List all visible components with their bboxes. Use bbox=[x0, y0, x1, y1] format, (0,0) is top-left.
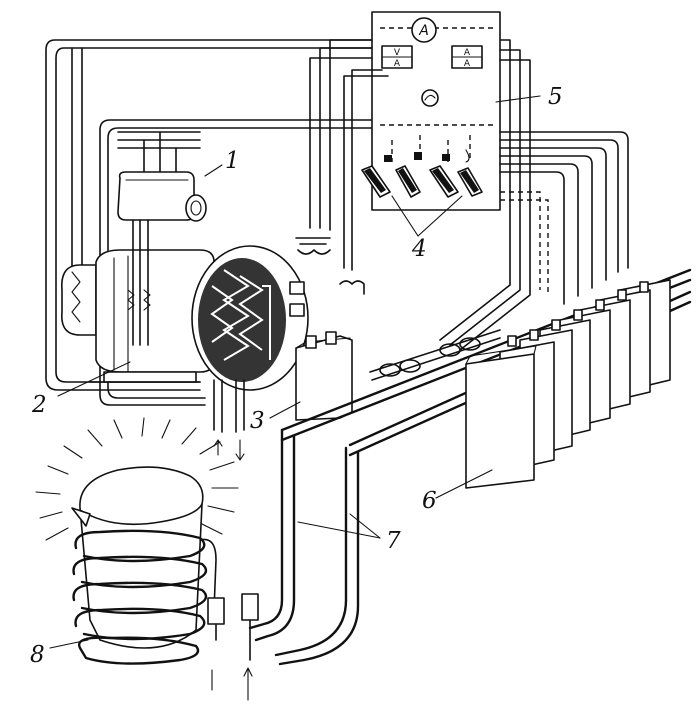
panel-wires bbox=[309, 39, 629, 351]
battery-bank bbox=[435, 279, 671, 499]
relay-left-bottom-label: A bbox=[394, 59, 401, 69]
supply-lines bbox=[117, 131, 201, 176]
ammeter-icon bbox=[411, 17, 437, 43]
control-panel: A V A A A bbox=[361, 11, 541, 237]
callout-4: 4 bbox=[411, 236, 427, 262]
glow-rays bbox=[35, 417, 239, 541]
relay-right-bottom-label: A bbox=[464, 59, 471, 69]
motor-generator bbox=[57, 219, 309, 461]
callout-8: 8 bbox=[30, 642, 45, 668]
callout-1: 1 bbox=[225, 148, 240, 174]
callout-6: 6 bbox=[422, 488, 437, 514]
ammeter-symbol: A bbox=[418, 23, 429, 39]
relay-right-top-label: A bbox=[464, 48, 471, 58]
conductor-buses bbox=[248, 428, 381, 666]
clamp-left bbox=[207, 597, 225, 625]
starter-box bbox=[117, 164, 223, 222]
clamp-right bbox=[241, 593, 259, 621]
knife-switches bbox=[361, 165, 483, 198]
callout-labels: 1 2 3 4 5 6 7 8 bbox=[30, 84, 563, 668]
callout-5: 5 bbox=[548, 84, 563, 110]
callout-2: 2 bbox=[31, 392, 47, 418]
relay-left-top-label: V bbox=[394, 48, 401, 58]
induction-furnace bbox=[35, 417, 259, 701]
callout-7: 7 bbox=[386, 528, 401, 554]
gauge-icon bbox=[421, 89, 439, 107]
capacitor-unit bbox=[269, 237, 365, 421]
callout-3: 3 bbox=[250, 408, 265, 434]
